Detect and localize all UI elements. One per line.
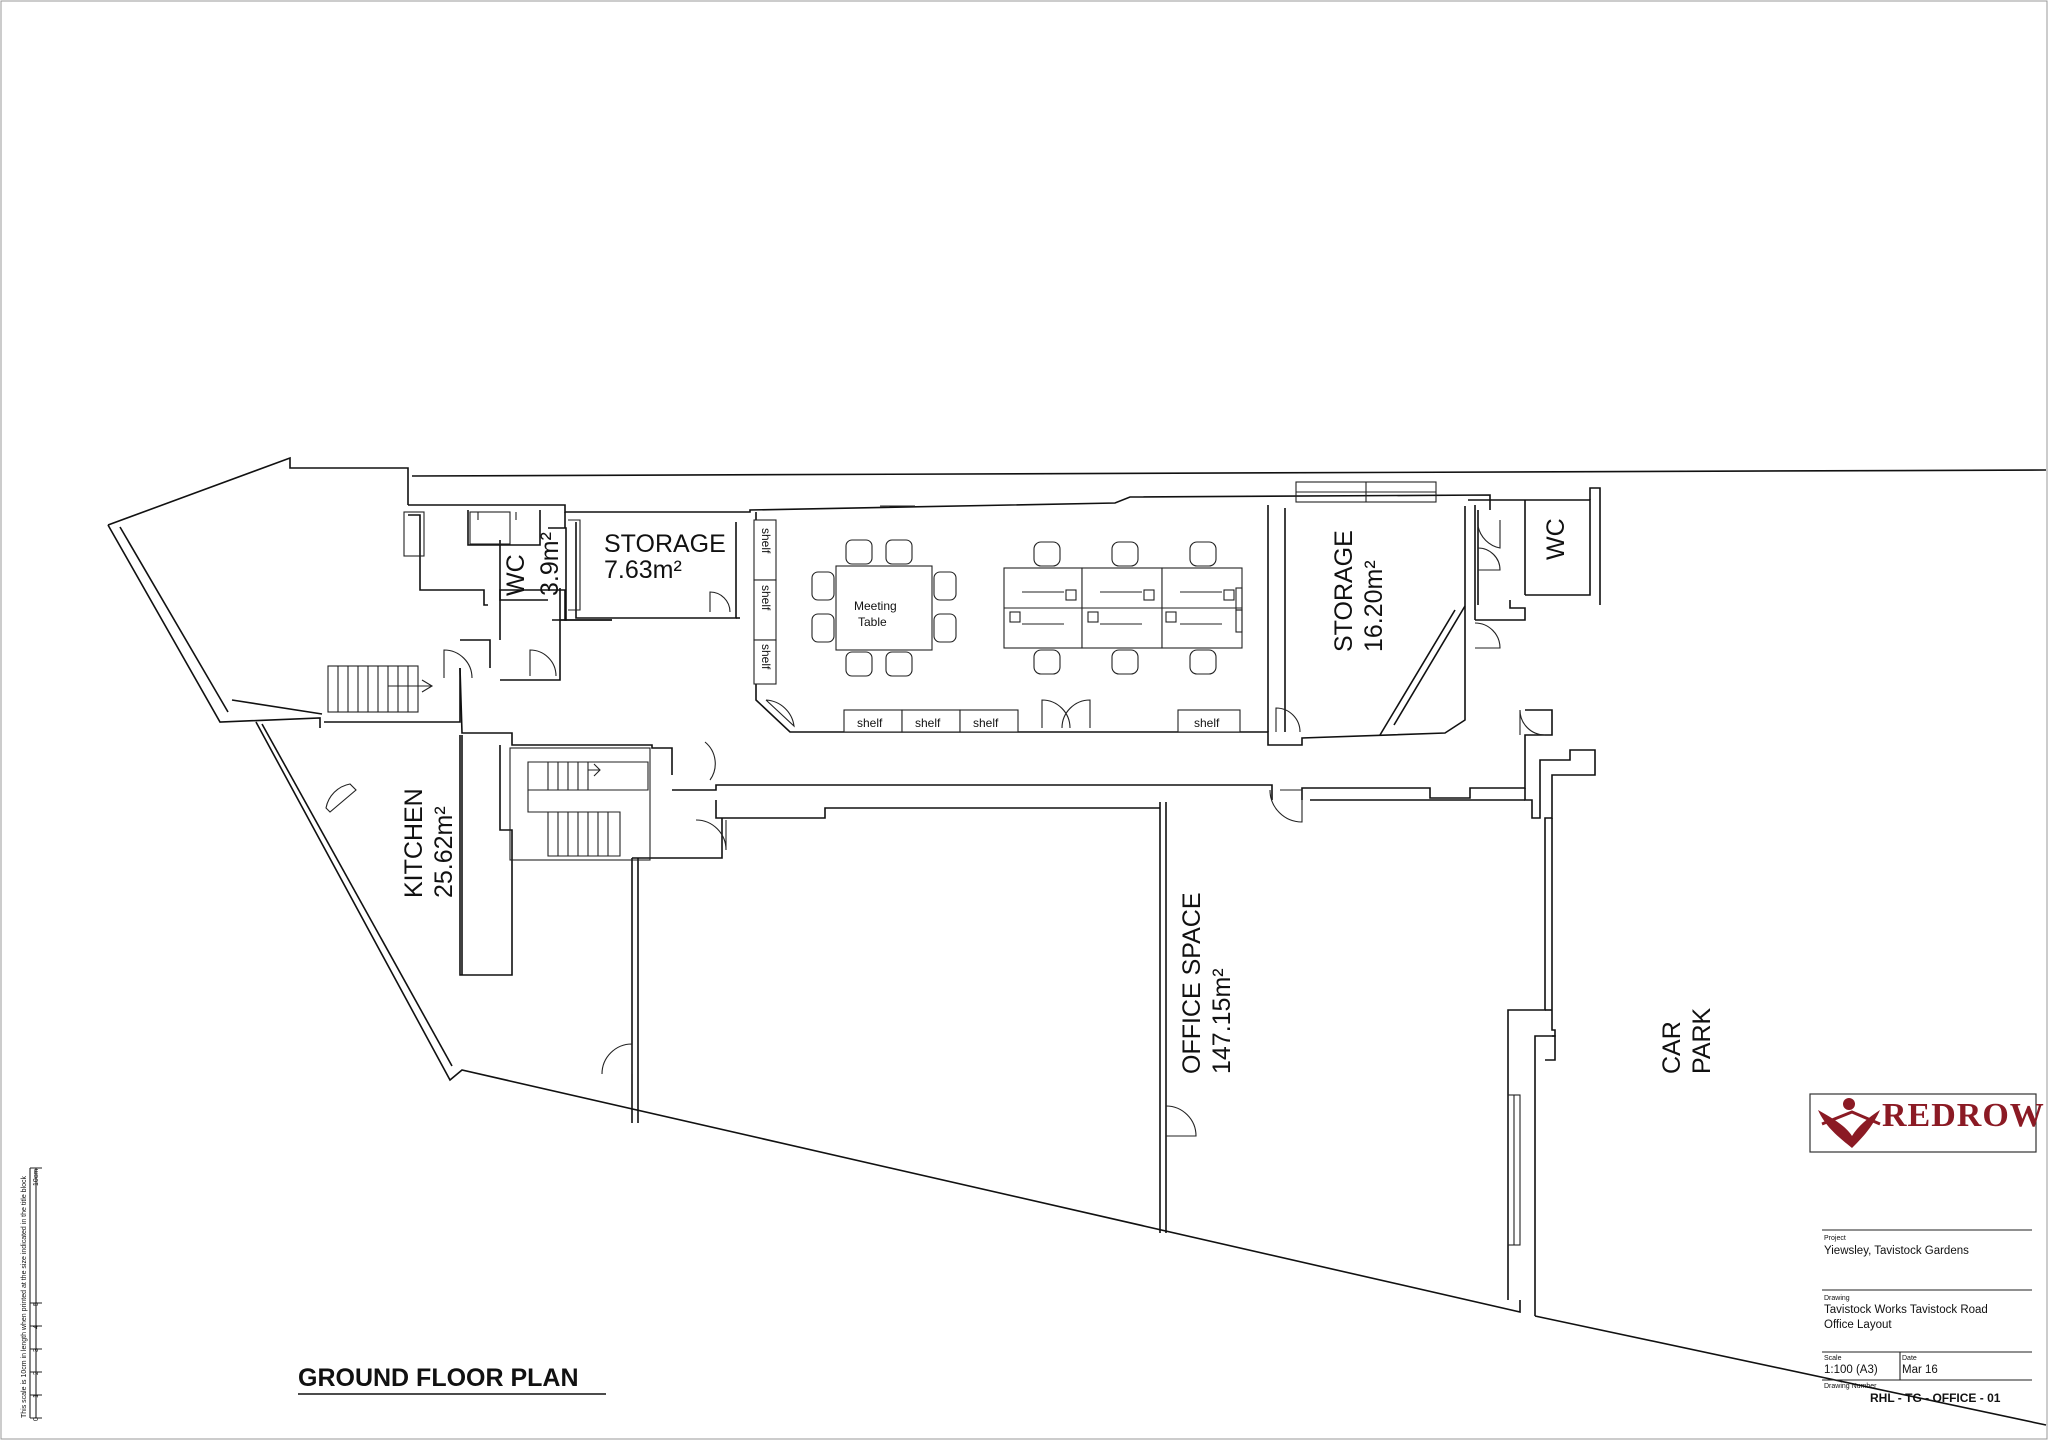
wc-left-fixtures [403,511,581,611]
scale-tick-3: 3 [33,1348,40,1352]
doors [325,520,1546,1137]
car-park-windows [880,481,1521,1246]
tb-date-label: Date [1902,1355,1917,1362]
office-space-name: OFFICE SPACE [1178,892,1206,1074]
shelf-label-v2: shelf [759,585,773,611]
shelf-label-h1: shelf [857,716,883,730]
scale-tick-2: 2 [33,1371,40,1375]
scale-tick-1: 1 [33,1394,40,1398]
building-outline [107,456,2047,1426]
tb-drawing-label: Drawing [1824,1295,1850,1302]
stairs-center [509,747,651,861]
wc-left-area: 3.9m² [536,532,564,596]
car-park-label-2: PARK [1688,1007,1716,1074]
scale-tick-4: 4 [33,1325,40,1329]
tb-scale-value: 1:100 (A3) [1824,1364,1878,1376]
north-wing-walls [408,494,1526,746]
shelf-label-h2: shelf [915,716,941,730]
kitchen-area: 25.62m² [430,806,458,898]
storage-large-name: STORAGE [1330,530,1358,652]
title-block [1822,1229,2032,1381]
meeting-table-label-2: Table [858,615,887,629]
shelf-row [843,709,1241,733]
wc-left-name: WC [502,554,530,596]
tb-number-label: Drawing Number [1824,1383,1877,1390]
office-space-area: 147.15m² [1208,968,1236,1074]
shelf-column [753,519,777,685]
storage-large-area: 16.20m² [1360,560,1388,652]
desk-clusters [1003,541,1243,675]
car-park-label-1: CAR [1658,1021,1686,1074]
tb-number-value: RHL - TG - OFFICE - 01 [1870,1391,2001,1405]
tb-drawing-line2: Office Layout [1824,1319,1892,1331]
kitchen-name: KITCHEN [400,788,428,898]
kitchen-walls [324,588,612,975]
office-walls [459,667,1596,1316]
tb-drawing-line1: Tavistock Works Tavistock Road [1824,1304,1988,1316]
meeting-table [811,539,957,677]
scale-tick-5: 5 [33,1302,40,1306]
tb-project-value: Yiewsley, Tavistock Gardens [1824,1245,1969,1257]
wc-right-name: WC [1542,518,1570,560]
tb-project-label: Project [1824,1235,1846,1242]
scale-end-label: 10cm [33,1169,40,1186]
redrow-logo [1809,1093,2037,1153]
shelf-label-v3: shelf [759,644,773,670]
wc-right-walls [1468,487,1601,605]
storage-small-area: 7.63m² [604,556,682,584]
shelf-label-h4: shelf [1194,716,1220,730]
scale-tick-0: 0 [33,1417,40,1421]
scale-bar [29,1167,42,1419]
storage-small-name: STORAGE [604,530,726,558]
meeting-table-label-1: Meeting [854,599,897,613]
stairs-left [327,665,434,713]
tb-date-value: Mar 16 [1902,1364,1938,1376]
shelf-label-v1: shelf [759,528,773,554]
drawing-title: GROUND FLOOR PLAN [298,1364,579,1392]
redrow-logo-text: REDROW [1882,1097,2045,1134]
shelf-label-h3: shelf [973,716,999,730]
tb-scale-label: Scale [1824,1355,1842,1362]
scale-note: This scale is 10cm in length when printe… [21,1175,28,1418]
